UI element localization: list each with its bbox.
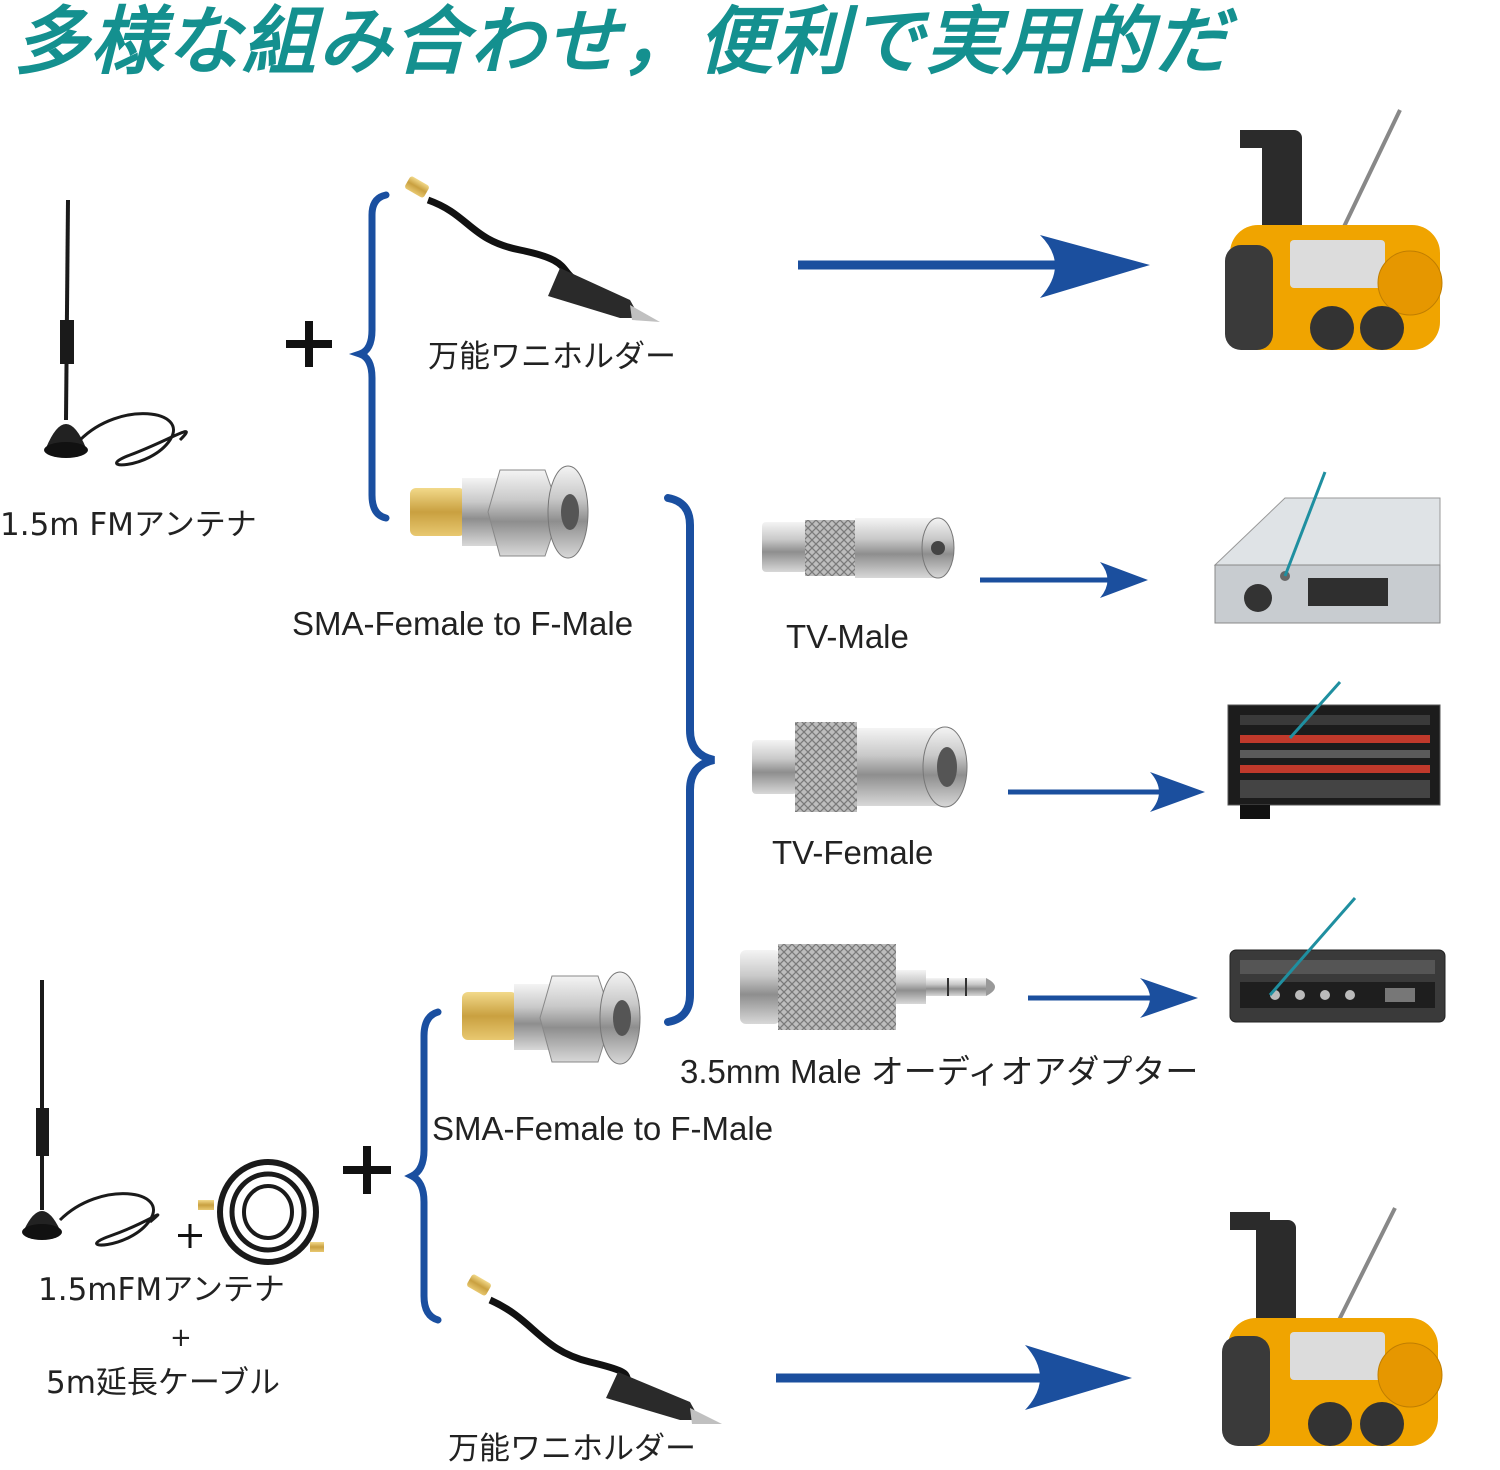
- mm35-label: 3.5mm Male オーディオアダプター: [680, 1053, 1199, 1090]
- clip-bottom-label: 万能ワニホルダー: [448, 1431, 696, 1467]
- tv-male-connector-icon: [762, 517, 955, 579]
- page-title: 多様な組み合わせ，便利で実用的だ: [14, 0, 1230, 85]
- mm35-male-adapter-icon: [740, 944, 995, 1030]
- tv-male-label: TV-Male: [786, 618, 909, 655]
- alligator-clip-cable-top-icon: [405, 176, 660, 322]
- tv-receiver-icon: [1213, 471, 1441, 624]
- brace-bottom-left: [404, 1008, 442, 1324]
- alligator-clip-cable-bottom-icon: [467, 1274, 722, 1424]
- sma-to-f-male-adapter-top-icon: [410, 465, 589, 559]
- clip-top-label: 万能ワニホルダー: [428, 339, 676, 375]
- brace-middle-right: [664, 494, 716, 1026]
- arrow-to-av-receiver: [1008, 772, 1205, 812]
- brace-top-left: [348, 191, 390, 522]
- hand-crank-radio-top-icon: [1225, 109, 1443, 350]
- antenna-bottom-label-plus: +: [170, 1323, 192, 1353]
- antenna-bottom-label-line2: 5m延長ケーブル: [46, 1365, 281, 1401]
- extension-cable-icon: [198, 1159, 324, 1265]
- tv-female-connector-icon: [752, 722, 968, 812]
- antenna-top-label: 1.5m FMアンテナ: [0, 507, 257, 543]
- arrow-to-audio-amplifier: [1028, 978, 1198, 1018]
- hand-crank-radio-bottom-icon: [1222, 1207, 1443, 1446]
- plus-sign-bottom: [343, 1146, 391, 1194]
- antenna-bottom-label-line1: 1.5mFMアンテナ: [38, 1272, 285, 1308]
- sma-top-label: SMA-Female to F-Male: [292, 605, 634, 642]
- fm-antenna-bottom-icon: [22, 980, 160, 1247]
- tv-female-label: TV-Female: [772, 834, 934, 871]
- arrow-to-tv-receiver: [980, 562, 1148, 598]
- av-receiver-icon: [1227, 681, 1441, 819]
- plus-sign-antenna-cable: [178, 1224, 202, 1248]
- fm-antenna-top-icon: [44, 199, 188, 467]
- arrow-to-radio-top: [798, 235, 1150, 298]
- arrow-to-radio-bottom: [776, 1345, 1132, 1410]
- sma-bottom-label: SMA-Female to F-Male: [432, 1110, 774, 1147]
- audio-amplifier-icon: [1229, 897, 1446, 1023]
- sma-to-f-male-adapter-bottom-icon: [462, 971, 641, 1065]
- plus-sign-top: [286, 321, 332, 367]
